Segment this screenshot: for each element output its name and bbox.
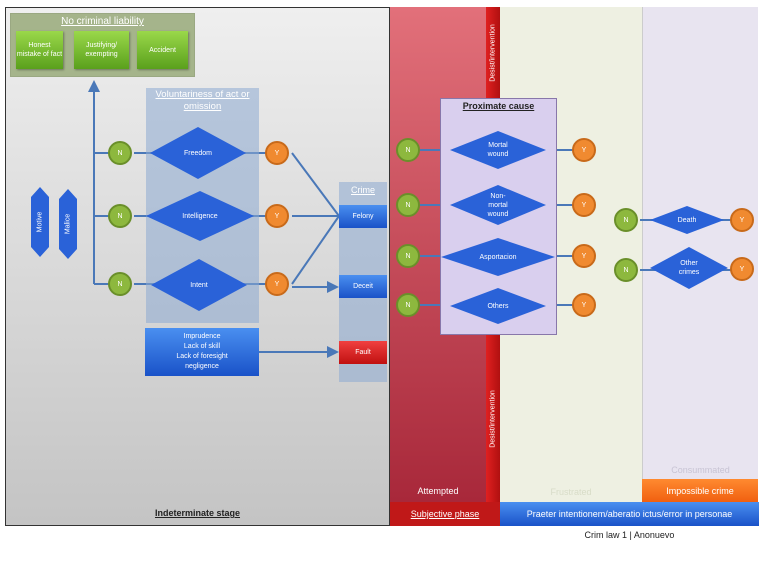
- subjective-phase-bar: Subjective phase: [390, 502, 500, 526]
- lack-of-foresight-text: Lack of foresight: [176, 353, 228, 360]
- no-node: N: [396, 293, 420, 317]
- consummated-stage-panel: Consummated: [642, 7, 758, 479]
- lack-of-skill-text: Lack of skill: [183, 343, 221, 350]
- others-diamond: Others: [450, 288, 546, 324]
- attempted-label: Attempted: [417, 486, 459, 496]
- proximate-cause-title: Proximate cause: [462, 101, 535, 111]
- no-node: N: [108, 272, 132, 296]
- indeterminate-stage-label: Indeterminate stage: [154, 508, 241, 518]
- no-node: N: [396, 138, 420, 162]
- yes-node: Y: [265, 204, 289, 228]
- no-criminal-liability-title: No criminal liability: [61, 16, 144, 27]
- no-node: N: [396, 244, 420, 268]
- intent-diamond: Intent: [151, 259, 247, 311]
- culpa-box: Imprudence Lack of skill Lack of foresig…: [145, 328, 259, 376]
- no-node: N: [396, 193, 420, 217]
- other-crimes-diamond: Other crimes: [650, 247, 728, 289]
- mortal-wound-diamond: Mortal wound: [450, 131, 546, 169]
- no-criminal-liability-box: No criminal liability Honest mistake of …: [10, 13, 195, 77]
- no-node: N: [108, 141, 132, 165]
- consummated-label: Consummated: [671, 465, 730, 475]
- voluntariness-title: Voluntariness of act or omission: [155, 89, 250, 112]
- yes-node: Y: [572, 293, 596, 317]
- yes-node: Y: [572, 244, 596, 268]
- deceit-box: Deceit: [339, 275, 387, 298]
- asportacion-diamond: Asportacion: [441, 238, 555, 276]
- malice-shape: Malice: [59, 189, 77, 259]
- motive-shape: Motive: [31, 187, 49, 257]
- yes-node: Y: [730, 257, 754, 281]
- non-mortal-wound-diamond: Non-mortal wound: [450, 185, 546, 225]
- fault-box: Fault: [339, 341, 387, 364]
- frustrated-label: Frustrated: [550, 487, 592, 497]
- impossible-crime-bar: Impossible crime: [642, 479, 758, 502]
- yes-node: Y: [730, 208, 754, 232]
- no-node: N: [108, 204, 132, 228]
- yes-node: Y: [572, 138, 596, 162]
- desist-bar-top: Desist/intervention: [486, 7, 500, 99]
- crime-title: Crime: [351, 185, 375, 195]
- honest-mistake-box: Honest mistake of fact: [16, 31, 63, 69]
- yes-node: Y: [572, 193, 596, 217]
- yes-node: Y: [265, 272, 289, 296]
- justifying-exempting-box: Justifying/ exempting: [74, 31, 129, 69]
- no-node: N: [614, 208, 638, 232]
- death-diamond: Death: [650, 206, 724, 234]
- negligence-text: negligence: [185, 363, 219, 370]
- praeter-intentionem-bar: Praeter intentionem/aberatio ictus/error…: [500, 502, 759, 526]
- freedom-diamond: Freedom: [150, 127, 246, 179]
- intelligence-diamond: Intelligence: [146, 191, 254, 241]
- no-node: N: [614, 258, 638, 282]
- felony-box: Felony: [339, 205, 387, 228]
- yes-node: Y: [265, 141, 289, 165]
- accident-box: Accident: [137, 31, 188, 69]
- desist-bar-bottom: Desist/intervention: [486, 335, 500, 502]
- footer-caption: Crim law 1 | Anonuevo: [584, 530, 675, 540]
- imprudence-text: Imprudence: [183, 333, 221, 340]
